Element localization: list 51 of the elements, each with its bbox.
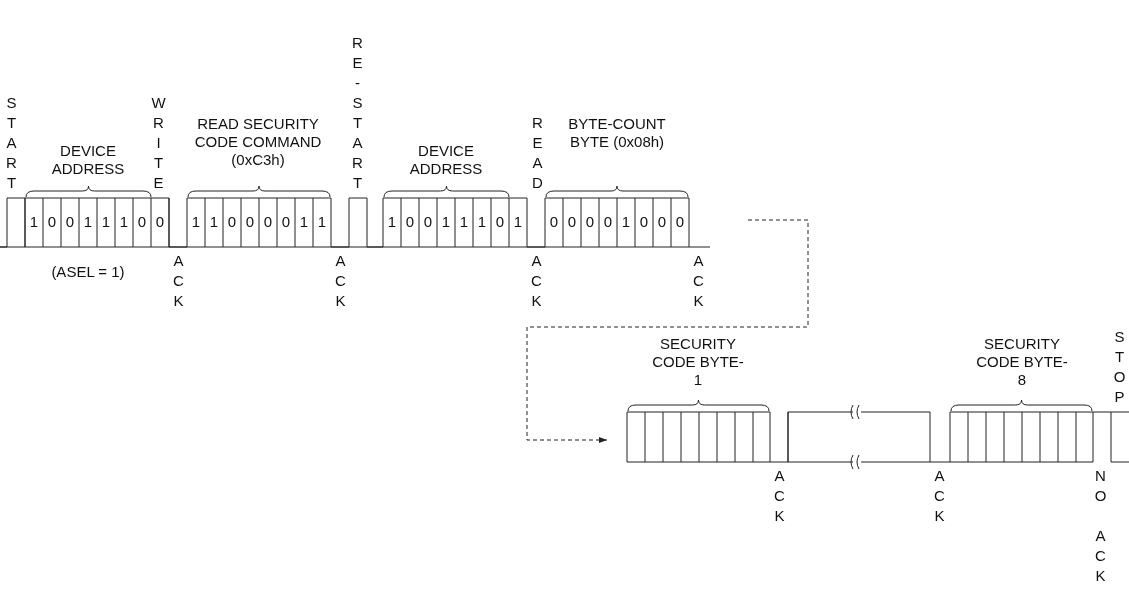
bit-value: 1 — [458, 213, 470, 231]
signal-name: START — [4, 94, 19, 194]
bit-value: 0 — [226, 213, 238, 231]
signal-name: ACK — [171, 252, 186, 312]
signal-name: ACK — [932, 467, 947, 527]
bit-value: 1 — [386, 213, 398, 231]
field-label: DEVICE ADDRESS — [408, 142, 484, 178]
bit-value: 1 — [620, 213, 632, 231]
signal-name: NO ACK — [1093, 467, 1108, 587]
bit-value: 1 — [298, 213, 310, 231]
bit-value: 0 — [494, 213, 506, 231]
signal-name: ACK — [333, 252, 348, 312]
field-label: DEVICE ADDRESS — [50, 142, 126, 178]
bit-value: 1 — [512, 213, 524, 231]
field-label: SECURITY CODE BYTE-1 — [651, 335, 745, 389]
bit-value: 1 — [208, 213, 220, 231]
bit-value: 1 — [316, 213, 328, 231]
bit-value: 0 — [584, 213, 596, 231]
bit-value: 0 — [548, 213, 560, 231]
bit-value: 0 — [674, 213, 686, 231]
bit-value: 0 — [656, 213, 668, 231]
bit-value: 0 — [244, 213, 256, 231]
bit-value: 0 — [422, 213, 434, 231]
bit-value: 1 — [190, 213, 202, 231]
field-label: BYTE-COUNT BYTE (0x08h) — [567, 115, 667, 151]
signal-name: ACK — [772, 467, 787, 527]
field-label: READ SECURITY CODE COMMAND (0xC3h) — [193, 115, 323, 169]
signal-name: ACK — [529, 252, 544, 312]
signal-name: WRITE — [151, 94, 166, 194]
bit-value: 1 — [28, 213, 40, 231]
signal-name: READ — [530, 114, 545, 194]
bit-value: 0 — [638, 213, 650, 231]
bit-value: 0 — [262, 213, 274, 231]
bit-value: 0 — [136, 213, 148, 231]
signal-name: STOP — [1112, 328, 1127, 408]
bit-value: 1 — [476, 213, 488, 231]
bit-value: 1 — [440, 213, 452, 231]
signal-name: RE-START — [350, 34, 365, 194]
bit-value: 0 — [602, 213, 614, 231]
bit-value: 0 — [404, 213, 416, 231]
signal-name: ACK — [691, 252, 706, 312]
bit-value: 0 — [154, 213, 166, 231]
bit-value: 0 — [64, 213, 76, 231]
field-label: SECURITY CODE BYTE-8 — [975, 335, 1069, 389]
bit-value: 1 — [100, 213, 112, 231]
note: (ASEL = 1) — [50, 263, 126, 281]
bit-value: 0 — [566, 213, 578, 231]
bit-value: 0 — [280, 213, 292, 231]
bit-value: 0 — [46, 213, 58, 231]
bit-value: 1 — [82, 213, 94, 231]
bit-value: 1 — [118, 213, 130, 231]
